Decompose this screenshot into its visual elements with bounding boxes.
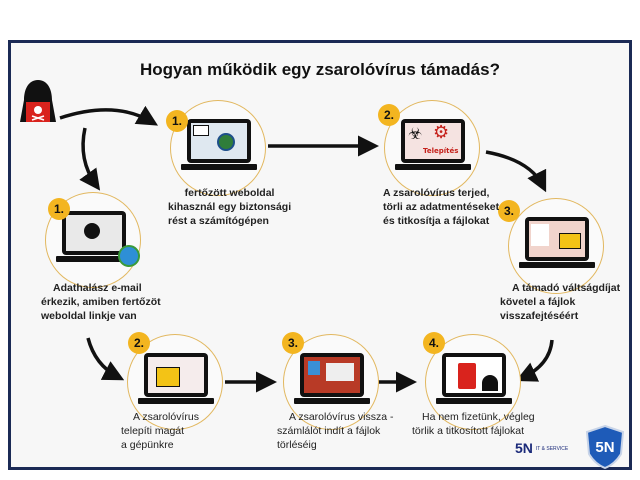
countdown-window (326, 363, 354, 381)
shield-text: 5N (595, 439, 614, 456)
text-line: A zsarolóvírus terjed, (383, 187, 490, 199)
biohazard-globe-icon (217, 133, 235, 151)
step-circle-top-2: ☣ ⚙ Telepítés (384, 100, 480, 196)
padlock-key-icon (156, 367, 180, 387)
laptop-base (181, 164, 257, 170)
step-badge: 2. (128, 332, 150, 354)
text-line: a gépünkre (121, 439, 174, 451)
text-line: érkezik, amiben fertőzöt (41, 296, 161, 308)
trash-icon (458, 363, 476, 389)
browser-window-icon (84, 223, 100, 239)
document-icon (531, 224, 549, 246)
text-line: Ha nem fizetünk, végleg (422, 411, 535, 423)
arrow-top2-to-top3 (485, 150, 547, 193)
hacker-icon (20, 80, 56, 122)
laptop-base (436, 398, 512, 404)
text-line: törli az adatmentéseket (383, 201, 500, 213)
shield-icon (308, 361, 320, 375)
arrow-left1-to-left2 (86, 337, 125, 381)
step-circle-right-3 (508, 198, 604, 294)
text-line: weboldal linkje van (41, 310, 137, 322)
text-line: fertőzött weboldal (184, 187, 275, 199)
step-badge: 3. (282, 332, 304, 354)
laptop-base (56, 256, 132, 262)
globe-icon (118, 245, 140, 267)
gear-icon: ⚙ (433, 122, 450, 143)
text-line: és titkosítja a fájlokat (383, 215, 490, 227)
step-badge: 4. (423, 332, 445, 354)
laptop-icon: ☣ ⚙ Telepítés (401, 119, 465, 163)
shield-logo-icon: 5N (585, 424, 625, 470)
text-line: kihasznál egy biztonsági (168, 201, 292, 213)
step-badge: 1. (166, 110, 188, 132)
laptop-base (395, 164, 471, 170)
text-line: A támadó váltságdíjat (512, 282, 621, 294)
step-text-left-1: Adathalász e-mail érkezik, amiben fertőz… (41, 281, 161, 323)
logo-brand: 5N (515, 440, 533, 456)
step-text-right-3: A támadó váltságdíjat követel a fájlok v… (500, 281, 620, 323)
text-line: számlálót indít a fájlok (277, 425, 381, 437)
step-label-telepites: Telepítés (423, 147, 459, 155)
arrow-hacker-to-top1 (59, 105, 159, 126)
hacker-icon (482, 375, 498, 391)
text-line: rést a számítógépen (168, 215, 269, 227)
text-line: visszafejtéséért (500, 310, 579, 322)
text-line: követel a fájlok (500, 296, 576, 308)
arrow-top3-to-left4 (515, 339, 554, 382)
logo-tagline: IT & SERVICE (535, 445, 569, 452)
envelope-icon (193, 125, 209, 136)
page-title: Hogyan működik egy zsarolóvírus támadás? (140, 60, 500, 79)
step-badge: 1. (48, 198, 70, 220)
laptop-base (294, 398, 370, 404)
biohazard-icon: ☣ (408, 124, 423, 143)
step-circle-left-4 (425, 334, 521, 430)
laptop-icon (300, 353, 364, 397)
step-text-left-3: A zsarolóvírus vissza - számlálót indít … (277, 410, 393, 452)
laptop-icon (525, 217, 589, 261)
step-badge: 2. (378, 104, 400, 126)
laptop-base (519, 262, 595, 268)
text-line: telepíti magát (121, 425, 185, 437)
text-line: törléséig (277, 439, 317, 451)
laptop-icon (62, 211, 126, 255)
laptop-base (138, 398, 214, 404)
text-line: A zsarolóvírus (133, 411, 199, 423)
text-line: törlik a titkosított fájlokat (412, 425, 525, 437)
step-text-top-2: A zsarolóvírus terjed, törli az adatment… (383, 186, 499, 228)
padlock-icon (559, 233, 581, 249)
step-circle-top-1 (170, 100, 266, 196)
text-line: Adathalász e-mail (53, 282, 142, 294)
arrow-hacker-to-left1 (79, 127, 101, 191)
step-text-top-1: fertőzött weboldal kihasznál egy biztons… (168, 186, 291, 228)
text-line: A zsarolóvírus vissza - (289, 411, 394, 423)
laptop-icon (187, 119, 251, 163)
step-text-left-2: A zsarolóvírus telepíti magát a gépünkre (121, 410, 199, 452)
laptop-icon (442, 353, 506, 397)
step-text-left-4: Ha nem fizetünk, végleg törlik a titkosí… (412, 410, 535, 438)
laptop-icon (144, 353, 208, 397)
step-badge: 3. (498, 200, 520, 222)
